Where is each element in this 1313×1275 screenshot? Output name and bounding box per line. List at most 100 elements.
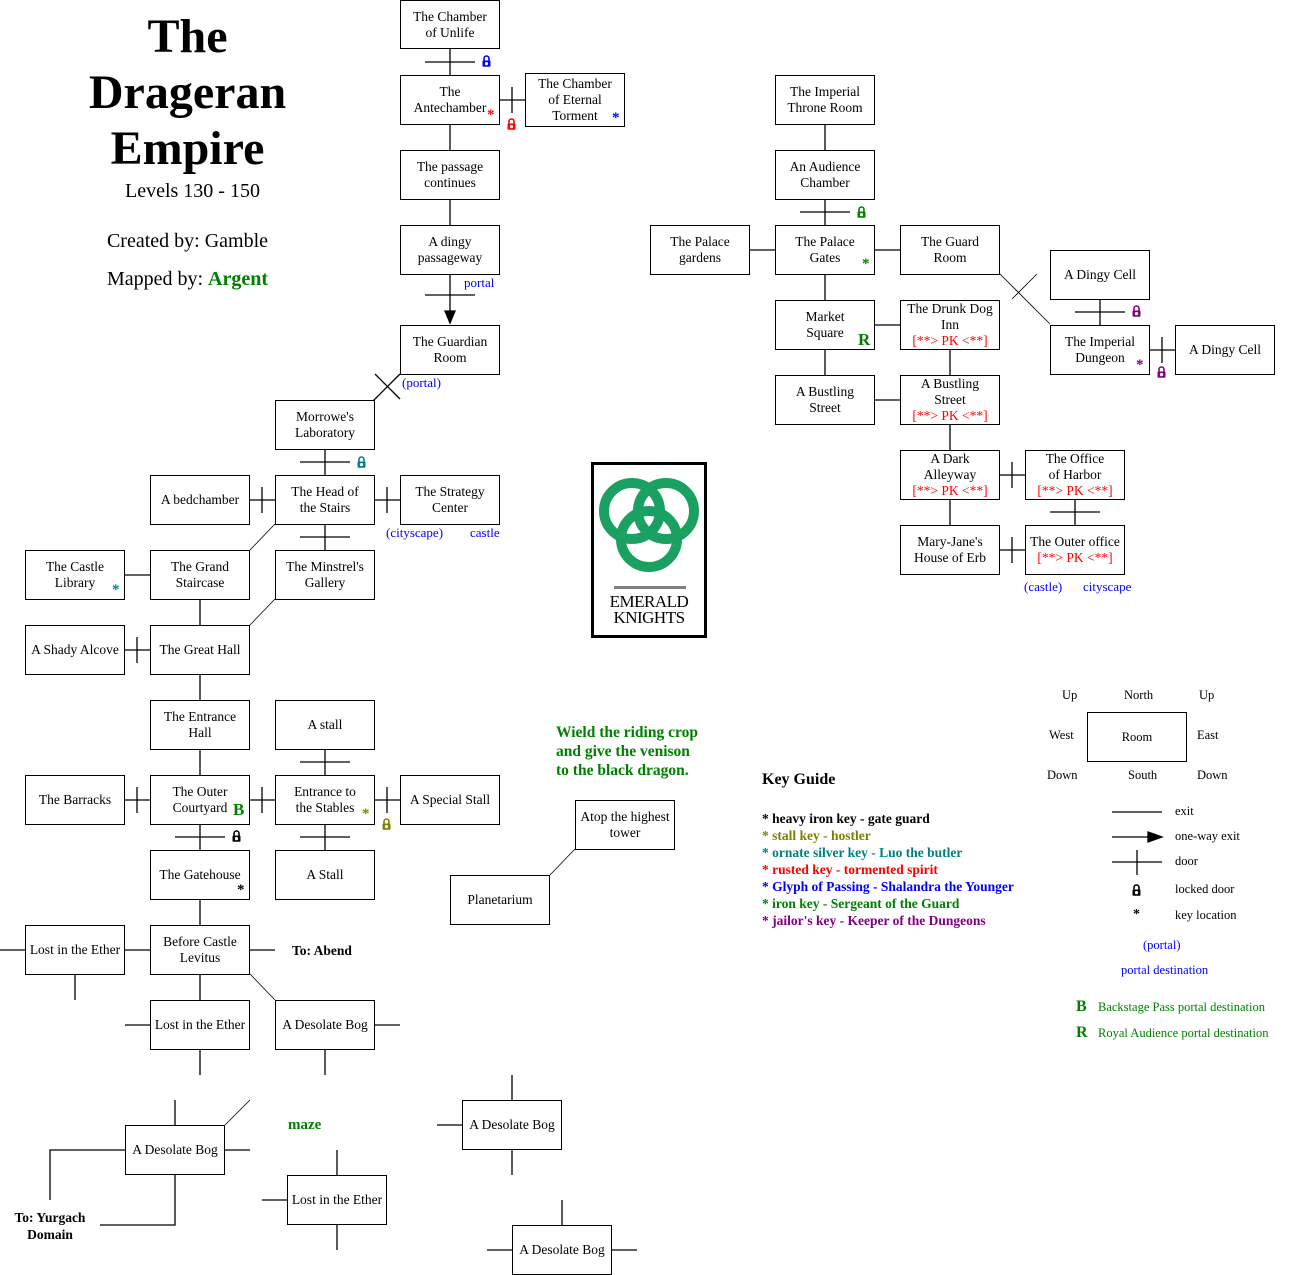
lock-icon <box>482 55 491 67</box>
room-gatehouse[interactable]: The Gatehouse <box>150 850 250 900</box>
room-name-line: Throne Room <box>787 100 863 115</box>
room-name-line: The passage <box>416 159 484 174</box>
royal-portal-mark: R <box>858 330 871 349</box>
room-great-hall[interactable]: The Great Hall <box>150 625 250 675</box>
key-guide-item: * Glyph of Passing - Shalandra the Young… <box>762 879 1014 894</box>
legend-b-mark: B <box>1076 998 1087 1015</box>
room-dingy-cell[interactable]: A Dingy Cell <box>1050 250 1150 300</box>
room-name-line: The Barracks <box>38 792 112 807</box>
map-title-line: The <box>147 10 228 63</box>
room-shady-alcove[interactable]: A Shady Alcove <box>25 625 125 675</box>
key-guide-list: * heavy iron key - gate guard* stall key… <box>762 810 1014 929</box>
exit-to-abend[interactable]: To: Abend <box>292 943 352 958</box>
key-guide-item: * jailor's key - Keeper of the Dungeons <box>762 913 986 928</box>
room-lost-in-ether[interactable]: Lost in the Ether <box>287 1175 387 1225</box>
room-name-line: Street <box>934 392 966 407</box>
room-desolate-bog[interactable]: A Desolate Bog <box>125 1125 225 1175</box>
legend-oneway-label: one-way exit <box>1175 829 1240 843</box>
room-name-line: Gates <box>809 250 841 265</box>
legend-down-right: Down <box>1197 768 1228 782</box>
room-a-stall-south[interactable]: A Stall <box>275 850 375 900</box>
room-lost-in-ether[interactable]: Lost in the Ether <box>150 1000 250 1050</box>
room-name-line: A Bustling <box>920 376 980 391</box>
logo-divider <box>614 586 686 589</box>
room-name-line: Antechamber <box>413 100 487 115</box>
hint-line: to the black dragon. <box>556 762 689 779</box>
room-name-line: The Guardian <box>412 334 488 349</box>
room-name-line: A Desolate Bog <box>519 1242 605 1257</box>
yurgach-line: To: Yurgach <box>14 1210 86 1225</box>
room-name-line: A Desolate Bog <box>132 1142 218 1157</box>
castle-destination-label[interactable]: (castle) <box>1024 579 1063 594</box>
room-special-stall[interactable]: A Special Stall <box>400 775 500 825</box>
room-name-line: The Minstrel's <box>286 559 364 574</box>
room-bedchamber[interactable]: A bedchamber <box>150 475 250 525</box>
key-location-star: * <box>1136 357 1144 373</box>
room-name-line: Center <box>432 500 468 515</box>
cityscape-destination-label[interactable]: (cityscape) <box>386 525 444 540</box>
room-a-stall[interactable]: A stall <box>275 700 375 750</box>
cityscape-portal-label[interactable]: cityscape <box>1083 579 1132 594</box>
room-lost-in-ether[interactable]: Lost in the Ether <box>25 925 125 975</box>
lock-icon <box>1157 366 1166 378</box>
exit-to-yurgach[interactable]: To: Yurgach Domain <box>5 1209 95 1243</box>
castle-portal-label[interactable]: castle <box>470 525 500 540</box>
room-name-line: A dingy <box>428 234 472 249</box>
one-way-arrow <box>444 310 456 325</box>
room-name-line: A Special Stall <box>409 792 491 807</box>
room-name-line: Staircase <box>175 575 225 590</box>
key-guide-item: * heavy iron key - gate guard <box>762 811 930 826</box>
room-name-line: Dungeon <box>1075 350 1125 365</box>
room-planetarium[interactable]: Planetarium <box>450 875 550 925</box>
legend-key-label: key location <box>1175 908 1237 922</box>
mapper-name: Argent <box>208 268 269 290</box>
room-dingy-cell[interactable]: A Dingy Cell <box>1175 325 1275 375</box>
room-name-line: Mary-Jane's <box>917 534 983 549</box>
portal-label[interactable]: portal <box>464 275 495 290</box>
room-barracks[interactable]: The Barracks <box>25 775 125 825</box>
room-name-line: Before Castle <box>163 934 237 949</box>
room-name-line: Market <box>805 309 845 324</box>
room-desolate-bog[interactable]: A Desolate Bog <box>462 1100 562 1150</box>
lock-icon <box>857 206 866 218</box>
room-name-line: Entrance to <box>294 784 356 799</box>
portal-destination-label[interactable]: (portal) <box>402 375 441 390</box>
room-name-line: The Imperial <box>789 84 861 99</box>
room-desolate-bog[interactable]: A Desolate Bog <box>275 1000 375 1050</box>
key-location-star: * <box>612 110 620 126</box>
room-outer-office[interactable]: The Outer office[**> PK <**] <box>1025 525 1125 575</box>
room-desolate-bog[interactable]: A Desolate Bog <box>512 1225 612 1275</box>
logo-line: KNIGHTS <box>613 608 685 627</box>
room-name-line: of Harbor <box>1048 467 1102 482</box>
